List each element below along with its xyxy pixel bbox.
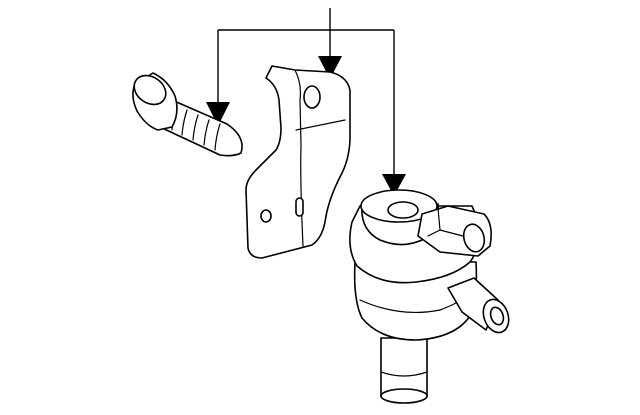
bracket-part xyxy=(245,65,351,259)
bracket-mounting-hole xyxy=(303,85,321,109)
valve-side-port-inner xyxy=(489,306,505,326)
callout-arrow-bolt xyxy=(206,102,230,126)
bracket-slot xyxy=(295,197,304,217)
valve-part xyxy=(349,189,510,404)
bracket-fold-line xyxy=(294,69,346,247)
valve-top-inlet-bore xyxy=(387,201,419,219)
bolt-shank xyxy=(159,96,243,157)
bolt-part xyxy=(132,72,243,157)
bolt-head-face xyxy=(133,74,167,106)
bracket-small-hole xyxy=(260,209,272,223)
valve-bottom-pipe-end xyxy=(380,388,428,404)
callout-arrow-valve xyxy=(382,174,406,196)
callout-arrow-bracket xyxy=(318,56,342,79)
valve-connector-face xyxy=(462,223,486,253)
callout-leader-line xyxy=(217,8,395,176)
callout-group xyxy=(206,8,406,196)
valve-bottom-pipe-ridge xyxy=(380,371,428,377)
bracket-outline xyxy=(245,65,351,259)
